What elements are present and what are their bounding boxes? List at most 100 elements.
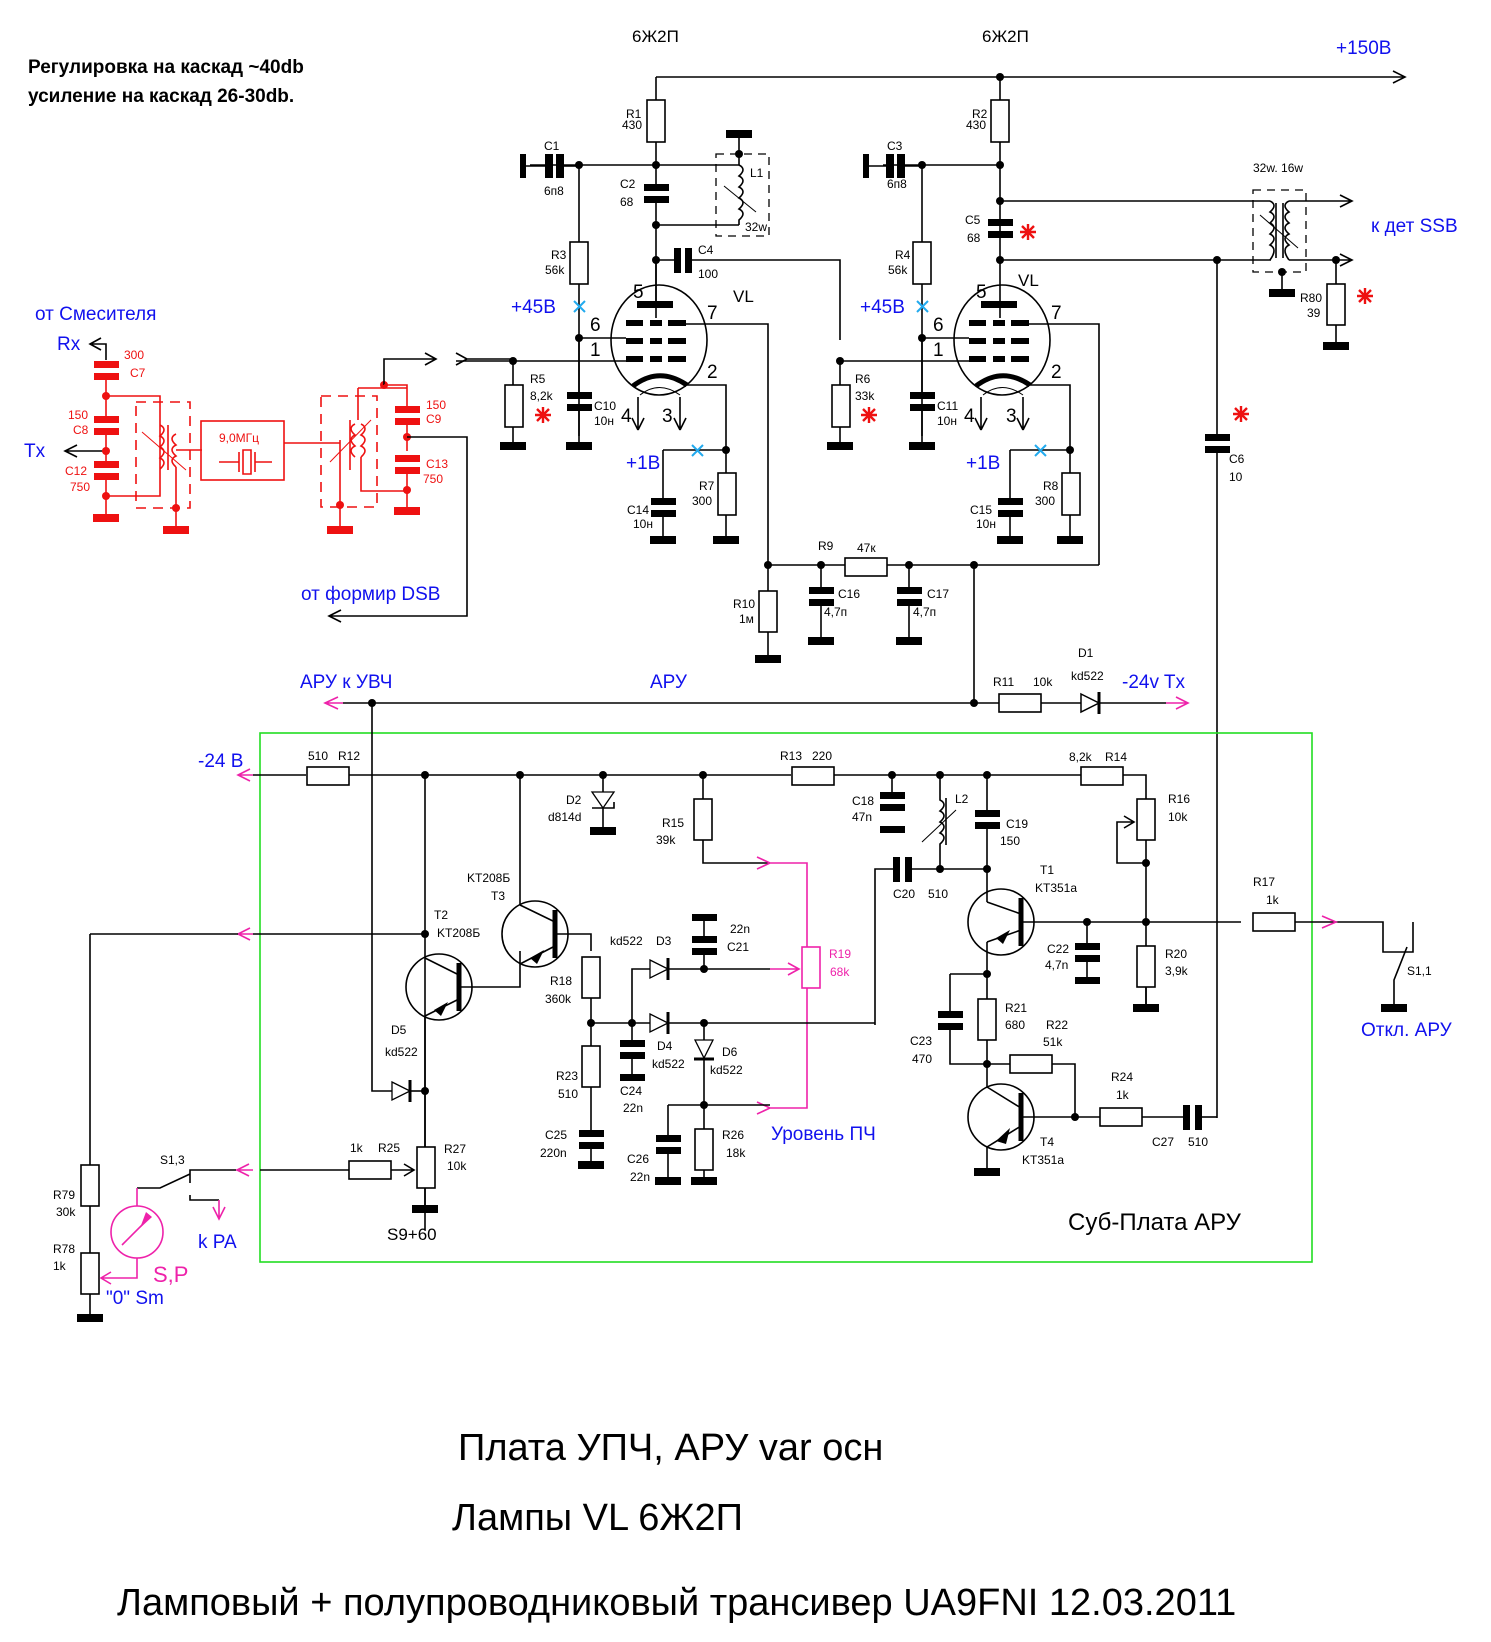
label-c26: C26 bbox=[627, 1152, 649, 1166]
label-r10: R10 bbox=[733, 597, 755, 611]
label-c15: C15 bbox=[970, 503, 992, 517]
label-t4: T4 bbox=[1040, 1135, 1054, 1149]
s-meter-circuit bbox=[77, 934, 236, 1322]
resistor-r26 bbox=[694, 1128, 714, 1171]
agc-pickup-c6 bbox=[1205, 260, 1230, 1118]
label-r13: R13 bbox=[780, 749, 802, 763]
crystal-frequency-label: 9,0МГц bbox=[219, 431, 259, 445]
tube2-designator: VL bbox=[1018, 271, 1039, 290]
tube2-pin7: 7 bbox=[1051, 303, 1062, 324]
label-c6: C6 bbox=[1229, 452, 1245, 466]
stage2-cathode-network bbox=[827, 338, 1083, 544]
value-r22: 51k bbox=[1043, 1035, 1063, 1049]
value-r12: 510 bbox=[308, 749, 328, 763]
diode-d3 bbox=[649, 958, 670, 980]
select-on-test-icon bbox=[861, 407, 877, 423]
value-r3: 56k bbox=[545, 263, 565, 277]
value-c25: 220n bbox=[540, 1146, 567, 1160]
value-r10: 1м bbox=[739, 612, 754, 626]
value-t4: KT351a bbox=[1022, 1153, 1064, 1167]
select-on-test-icon bbox=[1020, 224, 1036, 240]
value-c14: 10н bbox=[633, 517, 653, 531]
crystal-filter-box bbox=[200, 420, 285, 481]
s-meter-label: S,P bbox=[153, 1262, 188, 1287]
select-on-test-icon bbox=[535, 407, 551, 423]
label-l2: L2 bbox=[955, 792, 969, 806]
value-c16: 4,7п bbox=[824, 605, 847, 619]
label-c12: C12 bbox=[65, 464, 87, 478]
value-c8: 150 bbox=[68, 408, 88, 422]
value-c27: 510 bbox=[1188, 1135, 1208, 1149]
value-r5: 8,2k bbox=[530, 389, 554, 403]
tube1-pin1: 1 bbox=[590, 340, 601, 361]
value-t1: KT351a bbox=[1035, 881, 1077, 895]
label-c2: C2 bbox=[620, 177, 636, 191]
label-c1: C1 bbox=[544, 139, 560, 153]
potentiometer-r78 bbox=[80, 1252, 100, 1295]
label-d4: D4 bbox=[657, 1039, 673, 1053]
label-r8: R8 bbox=[1043, 479, 1059, 493]
label-r1: R1 bbox=[626, 107, 642, 121]
potentiometer-r19 bbox=[801, 946, 821, 989]
label-c4: C4 bbox=[698, 243, 714, 257]
label-r21: R21 bbox=[1005, 1001, 1027, 1015]
value-c4: 100 bbox=[698, 267, 718, 281]
diode-d6 bbox=[693, 1039, 715, 1060]
value-c13: 750 bbox=[423, 472, 443, 486]
value-r20: 3,9k bbox=[1165, 964, 1189, 978]
tube1-pin7: 7 bbox=[707, 303, 718, 324]
tube1-pin6: 6 bbox=[590, 315, 601, 336]
label-d5: D5 bbox=[391, 1023, 407, 1037]
transformer-turns-label: 32w. 16w bbox=[1253, 161, 1303, 175]
label-r79: R79 bbox=[53, 1188, 75, 1202]
label-l1: L1 bbox=[750, 166, 764, 180]
tube2-pin1: 1 bbox=[933, 340, 944, 361]
stage2-plate-network bbox=[863, 77, 1271, 436]
tube2-pin3: 3 bbox=[1006, 406, 1017, 427]
tube1-designator: VL bbox=[733, 287, 754, 306]
value-r16: 10k bbox=[1168, 810, 1188, 824]
resistor-r11 bbox=[998, 693, 1042, 713]
label-r12: R12 bbox=[338, 749, 360, 763]
value-r7: 300 bbox=[692, 494, 712, 508]
note-line-2: усиление на каскад 26-30db. bbox=[28, 86, 294, 107]
value-d6: kd522 bbox=[710, 1063, 743, 1077]
label-r11: R11 bbox=[993, 675, 1014, 689]
label-s13: S1,3 bbox=[160, 1153, 185, 1167]
label-c7: C7 bbox=[130, 366, 146, 380]
value-d4: kd522 bbox=[652, 1057, 685, 1071]
value-c2: 68 bbox=[620, 195, 634, 209]
value-r11: 10k bbox=[1033, 675, 1053, 689]
resistor-r4 bbox=[912, 241, 932, 285]
value-c10: 10н bbox=[594, 414, 614, 428]
value-c3: 6п8 bbox=[887, 177, 907, 191]
inductor-l1 bbox=[737, 164, 744, 225]
value-d5: kd522 bbox=[385, 1045, 418, 1059]
tx-label: Tx bbox=[24, 441, 46, 462]
resistor-r18 bbox=[581, 956, 601, 999]
label-c17: C17 bbox=[927, 587, 949, 601]
tube1-pin2: 2 bbox=[707, 362, 718, 383]
label-c23: C23 bbox=[910, 1034, 932, 1048]
tube2-pin6: 6 bbox=[933, 315, 944, 336]
value-d2: d814d bbox=[548, 810, 581, 824]
label-t1: T1 bbox=[1040, 863, 1054, 877]
label-c22: C22 bbox=[1047, 942, 1069, 956]
label-d2: D2 bbox=[566, 793, 582, 807]
agc-subboard-circuit bbox=[90, 703, 1414, 1230]
label-c16: C16 bbox=[838, 587, 860, 601]
value-l1: 32w bbox=[745, 220, 767, 234]
label-c5: C5 bbox=[965, 213, 981, 227]
label-r7: R7 bbox=[699, 479, 715, 493]
label-c11: C11 bbox=[937, 399, 958, 413]
value-t3: KT208Б bbox=[467, 871, 510, 885]
label-r3: R3 bbox=[551, 248, 567, 262]
value-r21: 680 bbox=[1005, 1018, 1025, 1032]
resistor-r10 bbox=[758, 590, 778, 633]
label-c20: C20 bbox=[893, 887, 915, 901]
resistor-r6 bbox=[831, 384, 851, 428]
label-c24: C24 bbox=[620, 1084, 642, 1098]
resistor-r17 bbox=[1252, 912, 1296, 932]
label-r23: R23 bbox=[556, 1069, 578, 1083]
value-r14: 8,2k bbox=[1069, 750, 1093, 764]
